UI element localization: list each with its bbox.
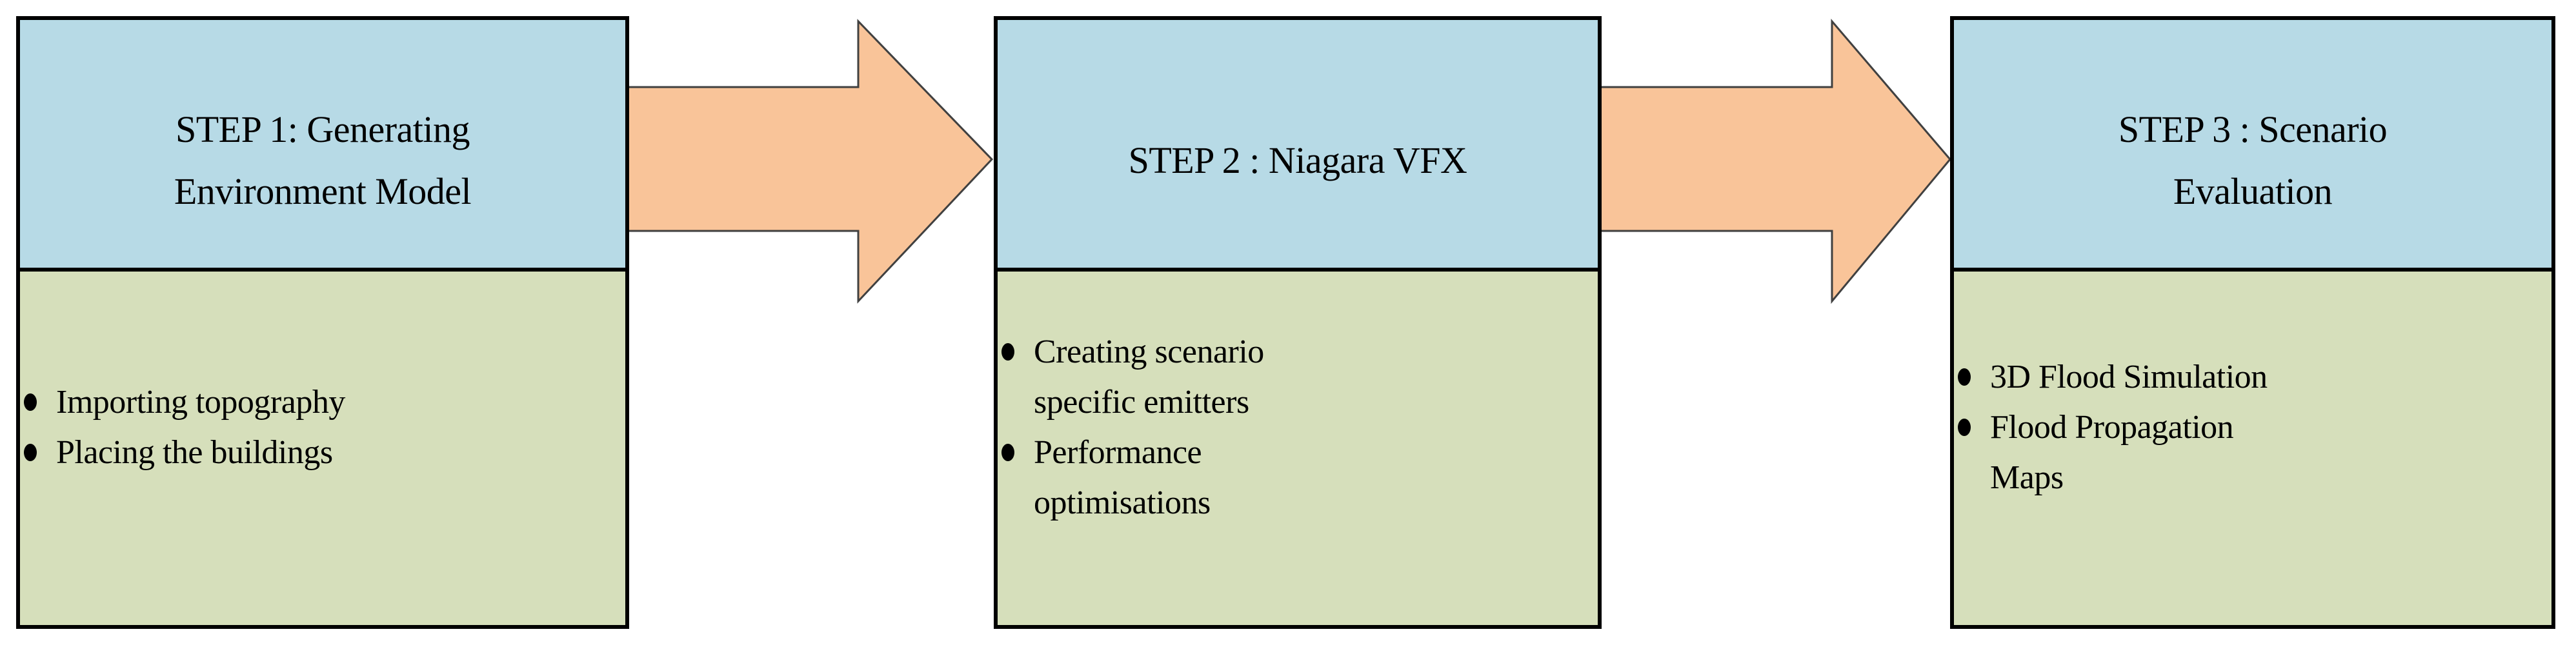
step-1-title: STEP 1: Generating Environment Model — [174, 99, 472, 223]
step-3-box: STEP 3 : Scenario Evaluation 3D Flood Si… — [1950, 16, 2555, 629]
step-2-header: STEP 2 : Niagara VFX — [998, 20, 1598, 272]
step-1-title-line-1: STEP 1: Generating — [175, 108, 470, 150]
bullet-dot-icon — [1001, 444, 1014, 461]
step-3-title-line-2: Evaluation — [2173, 170, 2333, 212]
step-1-header: STEP 1: Generating Environment Model — [20, 20, 625, 272]
bullet-item: Creating scenario specific emitters — [1001, 327, 1598, 428]
bullet-item: Placing the buildings — [24, 428, 625, 478]
step-2-bullet-list: Creating scenario specific emitters Perf… — [998, 327, 1598, 528]
step-2-body: Creating scenario specific emitters Perf… — [998, 272, 1598, 625]
bullet-text: 3D Flood Simulation — [1990, 352, 2268, 402]
bullet-dot-icon — [24, 393, 37, 411]
step-3-title-line-1: STEP 3 : Scenario — [2118, 108, 2388, 150]
bullet-item: 3D Flood Simulation — [1958, 352, 2551, 402]
step-3-header: STEP 3 : Scenario Evaluation — [1954, 20, 2551, 272]
step-2-box: STEP 2 : Niagara VFX Creating scenario s… — [994, 16, 1602, 629]
bullet-text: Importing topography — [56, 377, 345, 428]
bullet-line: Creating scenario — [1034, 333, 1264, 370]
bullet-dot-icon — [1958, 368, 1971, 386]
bullet-line: 3D Flood Simulation — [1990, 359, 2268, 395]
bullet-text: Flood Propagation Maps — [1990, 402, 2234, 503]
bullet-dot-icon — [1958, 419, 1971, 436]
bullet-line: Placing the buildings — [56, 434, 333, 471]
bullet-text: Performance optimisations — [1034, 428, 1211, 528]
step-3-body: 3D Flood Simulation Flood Propagation Ma… — [1954, 272, 2551, 625]
bullet-dot-icon — [1001, 343, 1014, 361]
bullet-line: optimisations — [1034, 484, 1211, 521]
flow-arrow-2-right-icon — [1599, 18, 1951, 304]
arrow-right-shape — [1599, 18, 1951, 304]
flow-arrow-1-right-icon — [627, 19, 994, 304]
step-3-bullet-list: 3D Flood Simulation Flood Propagation Ma… — [1954, 352, 2551, 503]
arrow-right-shape — [627, 19, 994, 304]
bullet-text: Placing the buildings — [56, 428, 333, 478]
bullet-line: Flood Propagation — [1990, 409, 2234, 446]
step-2-title-line-1: STEP 2 : Niagara VFX — [1128, 139, 1467, 181]
bullet-item: Importing topography — [24, 377, 625, 428]
bullet-item: Flood Propagation Maps — [1958, 402, 2551, 503]
step-2-title: STEP 2 : Niagara VFX — [1129, 130, 1467, 192]
step-1-bullet-list: Importing topography Placing the buildin… — [20, 377, 625, 478]
step-3-title: STEP 3 : Scenario Evaluation — [2118, 99, 2388, 223]
bullet-item: Performance optimisations — [1001, 428, 1598, 528]
bullet-line: specific emitters — [1034, 384, 1249, 421]
bullet-line: Performance — [1034, 434, 1202, 471]
bullet-text: Creating scenario specific emitters — [1034, 327, 1264, 428]
step-1-body: Importing topography Placing the buildin… — [20, 272, 625, 625]
bullet-dot-icon — [24, 444, 37, 461]
bullet-line: Importing topography — [56, 384, 345, 421]
step-1-title-line-2: Environment Model — [174, 170, 472, 212]
bullet-line: Maps — [1990, 459, 2064, 496]
step-1-box: STEP 1: Generating Environment Model Imp… — [16, 16, 629, 629]
